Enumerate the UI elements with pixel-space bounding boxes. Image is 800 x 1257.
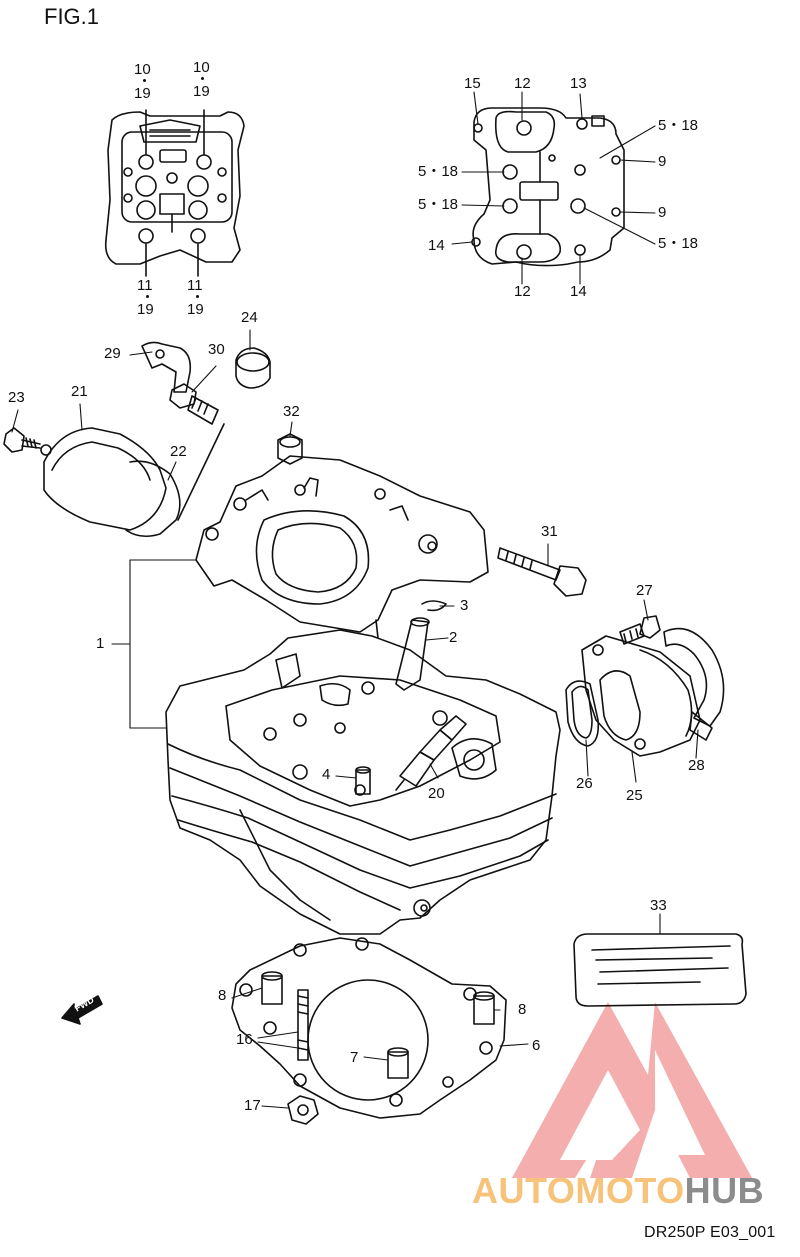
callout-c1: 1 — [96, 635, 105, 652]
watermark-brand-part1: AUTOMOTO — [472, 1170, 685, 1211]
callout-c21: 21 — [71, 383, 88, 400]
assembly-bracket — [111, 559, 197, 729]
bracket-29 — [141, 341, 192, 393]
callout-c29: 29 — [104, 345, 121, 362]
callout-c9b: 9 — [658, 204, 667, 221]
callout-c16: 16 — [236, 1031, 253, 1048]
leader-lines-lower — [11, 329, 699, 1109]
cylinder-head-cover — [195, 455, 489, 639]
callout-c11b: 11 — [187, 277, 203, 294]
bolt-23 — [3, 427, 41, 453]
callout-c24: 24 — [241, 309, 258, 326]
callout-c23: 23 — [8, 389, 25, 406]
callout-c12b: 12 — [514, 283, 531, 300]
callout-c13: 13 — [570, 75, 587, 92]
cylinder-head-top-view — [104, 109, 245, 277]
callout-c14a: 14 — [428, 237, 445, 254]
watermark-logo — [512, 1002, 752, 1178]
bolt-30 — [169, 383, 225, 521]
callout-c17: 17 — [244, 1097, 261, 1114]
callout-c518b: 5・18 — [418, 163, 459, 180]
callout-c518c: 5・18 — [418, 196, 459, 213]
watermark-brand: AUTOMOTOHUB — [472, 1170, 764, 1212]
leader-lines — [451, 91, 656, 285]
separator-dot — [146, 295, 149, 298]
callout-c26: 26 — [576, 775, 593, 792]
callout-c4: 4 — [322, 766, 331, 783]
callout-c19b: 19 — [193, 83, 210, 100]
watermark-brand-part2: HUB — [684, 1170, 765, 1211]
callout-c19c: 19 — [137, 301, 154, 318]
cover-21 — [40, 427, 181, 538]
head-gasket-6 — [231, 937, 507, 1119]
separator-dot — [196, 295, 199, 298]
fwd-arrow-icon — [61, 995, 103, 1025]
callout-c20: 20 — [428, 785, 445, 802]
plug-24 — [235, 347, 271, 389]
spark-plug-20 — [395, 715, 467, 791]
callout-c33: 33 — [650, 897, 667, 914]
callout-c32: 32 — [283, 403, 300, 420]
callout-c10b: 10 — [193, 59, 210, 76]
stud-16 — [297, 989, 309, 1061]
callout-c3: 3 — [460, 597, 469, 614]
callout-c11a: 11 — [137, 277, 153, 294]
callout-c22: 22 — [170, 443, 187, 460]
callout-c19d: 19 — [187, 301, 204, 318]
callout-c8a: 8 — [218, 987, 227, 1004]
callout-c518a: 5・18 — [658, 117, 699, 134]
callout-c2: 2 — [449, 629, 458, 646]
callout-c12a: 12 — [514, 75, 531, 92]
callout-c19a: 19 — [134, 85, 151, 102]
dowel-4 — [355, 766, 371, 795]
head-cover-top-view — [471, 107, 625, 267]
callout-c6: 6 — [532, 1037, 541, 1054]
callout-c31: 31 — [541, 523, 558, 540]
washer-32 — [277, 433, 303, 465]
callout-c518d: 5・18 — [658, 235, 699, 252]
dowel-pins-8 — [261, 971, 495, 1025]
intake-pipe-25 — [581, 635, 701, 757]
cylinder-head — [165, 629, 561, 935]
clip-3 — [421, 600, 447, 612]
callout-c8b: 8 — [518, 1001, 527, 1018]
dowel-7 — [387, 1047, 409, 1079]
bolt-27 — [619, 615, 661, 645]
gasket-26 — [565, 680, 600, 747]
callout-c7: 7 — [350, 1049, 359, 1066]
diagram-code: DR250P E03_001 — [644, 1224, 776, 1241]
callout-c25: 25 — [626, 787, 643, 804]
figure-title: FIG.1 — [44, 4, 100, 29]
bolt-31 — [497, 547, 587, 597]
callout-c9a: 9 — [658, 153, 667, 170]
label-plate-33 — [573, 933, 747, 1007]
separator-dot — [201, 77, 204, 80]
separator-dot — [143, 79, 146, 82]
clamp-28 — [663, 627, 725, 741]
callout-c15: 15 — [464, 75, 481, 92]
nut-17 — [287, 1095, 319, 1125]
callout-c14b: 14 — [570, 283, 587, 300]
callout-c30: 30 — [208, 341, 225, 358]
callout-c28: 28 — [688, 757, 705, 774]
part-2 — [395, 617, 430, 691]
callout-c10a: 10 — [134, 61, 151, 78]
callout-c27: 27 — [636, 582, 653, 599]
